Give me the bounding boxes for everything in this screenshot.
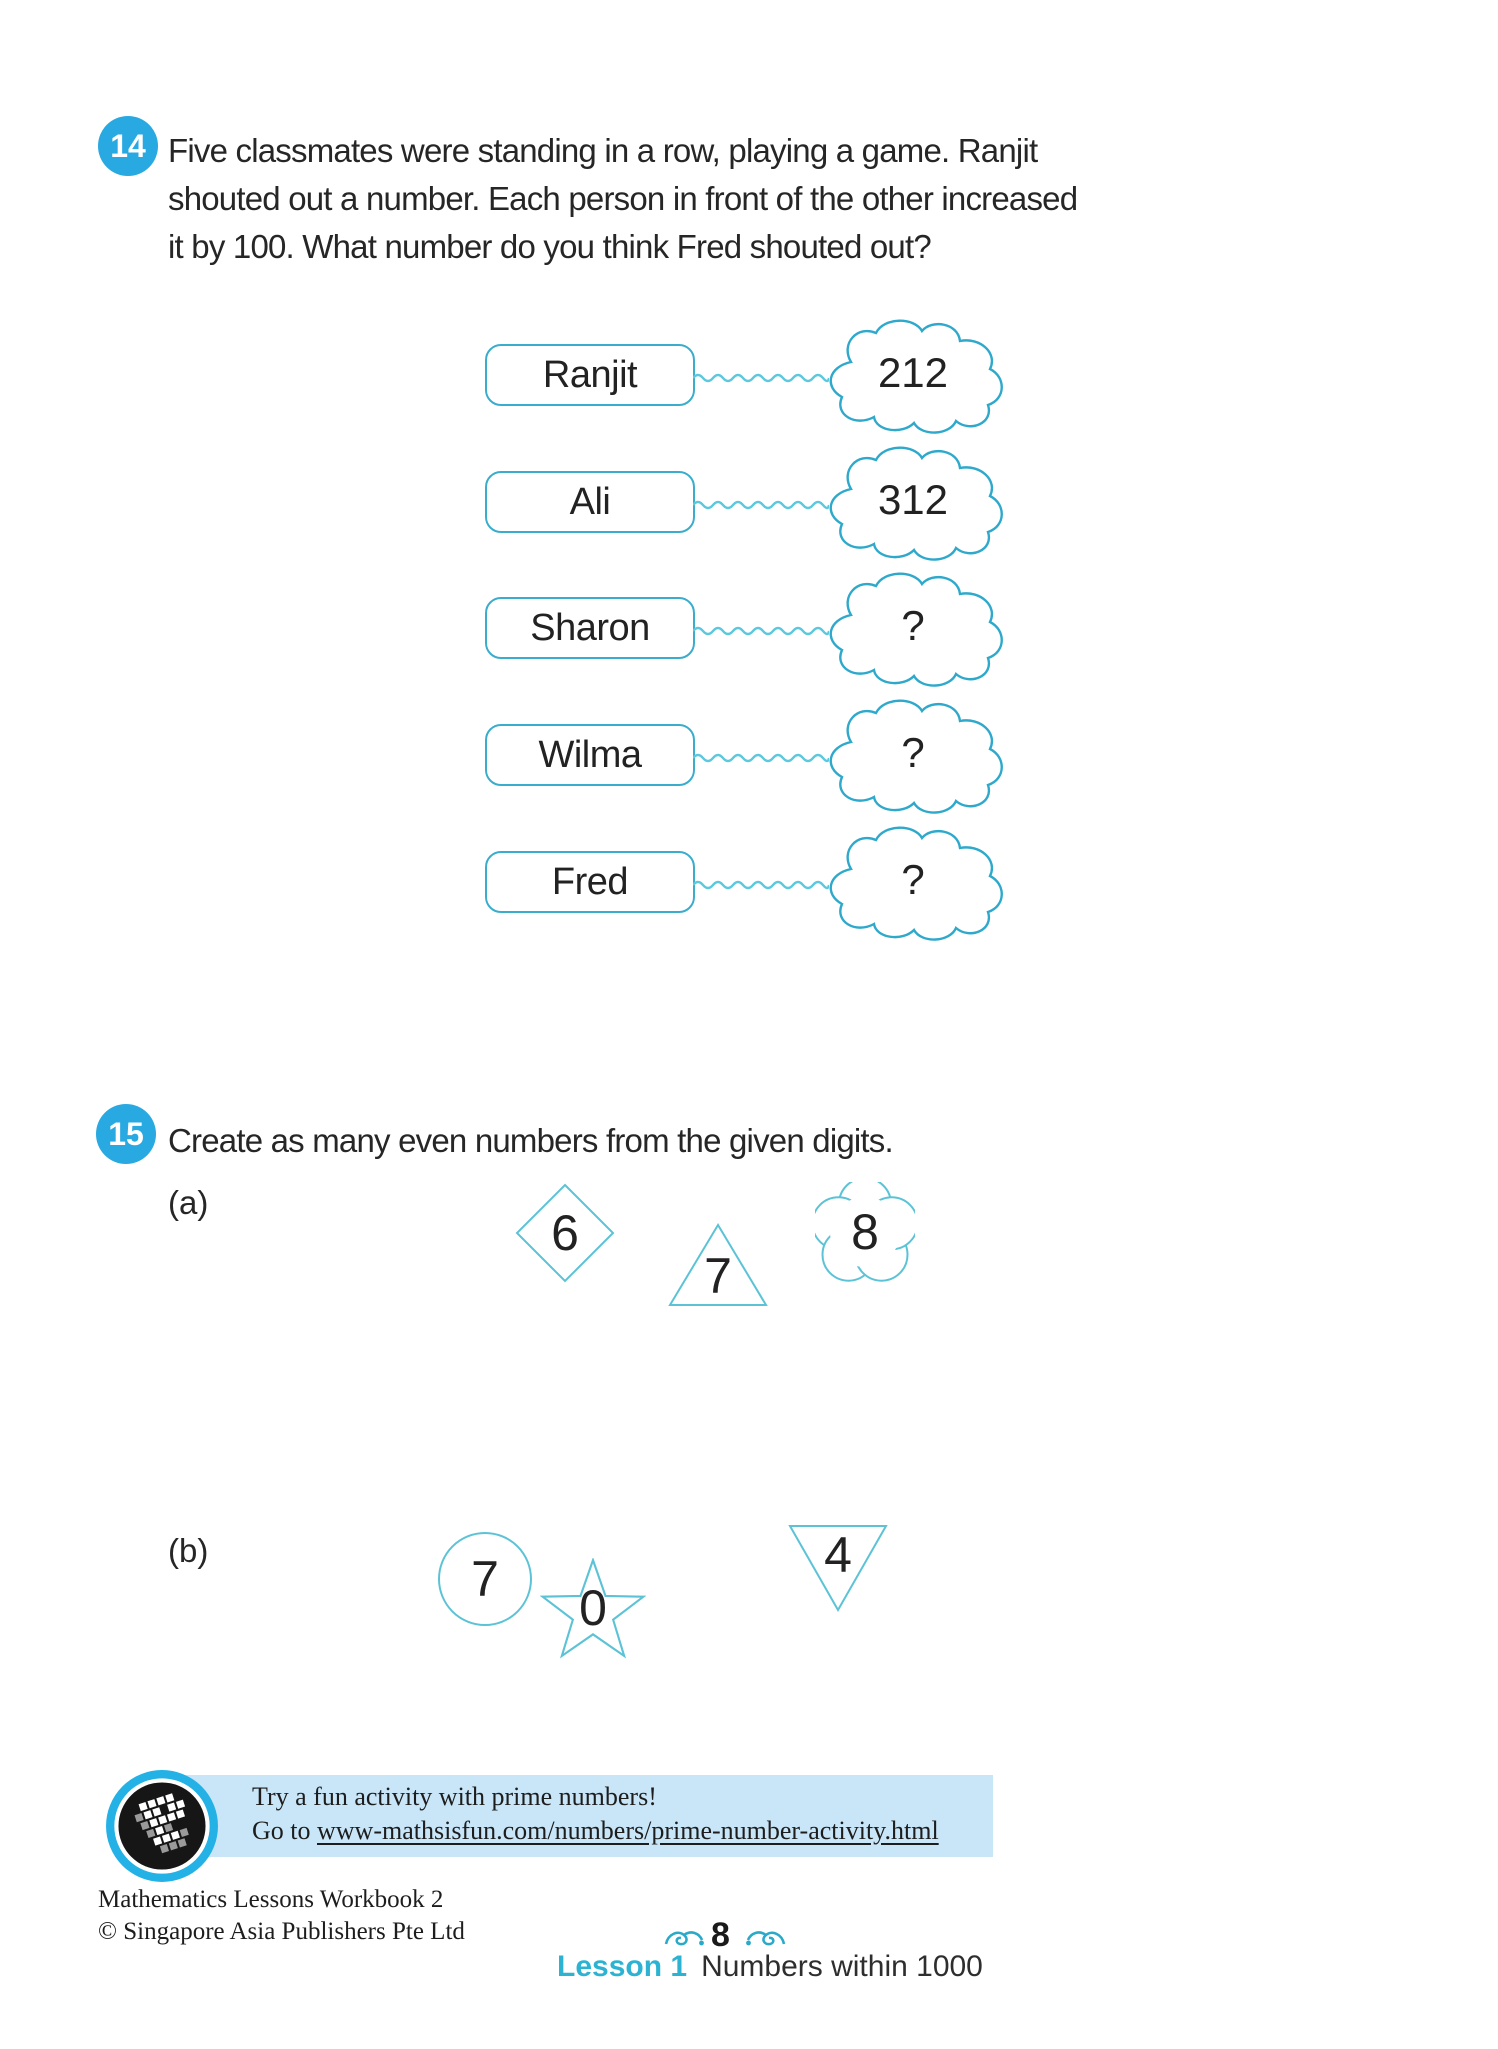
digit-shape-circle: 7 — [437, 1531, 533, 1627]
activity-note-line-2: Go to www-mathsisfun.com/numbers/prime-n… — [252, 1816, 939, 1846]
name-label: Sharon — [530, 606, 650, 649]
question-14-badge: 14 — [98, 116, 158, 176]
number-cloud: 212 — [818, 314, 1008, 436]
lesson-label: Lesson 1 — [557, 1950, 688, 1983]
wavy-connector — [693, 626, 829, 636]
number-cloud: ? — [818, 694, 1008, 816]
triangle-icon — [668, 1223, 768, 1306]
part-a-label: (a) — [168, 1184, 209, 1221]
question-14-text-line-1: Five classmates were standing in a row, … — [168, 132, 1038, 169]
number-cloud: ? — [818, 821, 1008, 943]
cloud-value: 312 — [877, 476, 949, 523]
cloud-value: ? — [901, 602, 925, 649]
digit-shape-triangle: 7 — [668, 1222, 768, 1308]
number-cloud: ? — [818, 567, 1008, 689]
digit-shape-diamond: 6 — [515, 1183, 615, 1283]
name-box-wilma: Wilma — [485, 724, 695, 786]
copyright-line: © Singapore Asia Publishers Pte Ltd — [98, 1918, 465, 1945]
question-14-text-line-2: shouted out a number. Each person in fro… — [168, 180, 1078, 217]
cloud-outline-icon — [829, 826, 1003, 941]
name-label: Ranjit — [542, 353, 638, 396]
cloud-value: ? — [901, 856, 925, 903]
shape-digit: 8 — [851, 1204, 879, 1260]
name-box-ranjit: Ranjit — [485, 344, 695, 406]
digit-shape-inverted-triangle: 4 — [788, 1522, 888, 1614]
question-14-number: 14 — [110, 127, 146, 164]
cloud-value: 212 — [877, 349, 949, 396]
digit-shape-flower: 8 — [815, 1182, 915, 1282]
name-label: Wilma — [538, 733, 642, 776]
name-box-fred: Fred — [485, 851, 695, 913]
inverted-triangle-icon — [788, 1525, 888, 1613]
wavy-connector — [693, 500, 829, 510]
diamond-icon — [515, 1183, 615, 1283]
number-cloud: 312 — [818, 441, 1008, 563]
shape-digit: 7 — [471, 1551, 499, 1607]
flourish-right-icon — [746, 1928, 786, 1950]
question-14-text-line-3: it by 100. What number do you think Fred… — [168, 228, 932, 265]
wavy-connector — [693, 753, 829, 763]
star-icon — [540, 1558, 646, 1659]
activity-note-line-1: Try a fun activity with prime numbers! — [252, 1782, 657, 1811]
wavy-connector — [693, 373, 829, 383]
flourish-left-icon — [664, 1928, 704, 1950]
name-box-ali: Ali — [485, 471, 695, 533]
name-label: Ali — [569, 480, 611, 523]
wavy-connector — [693, 880, 829, 890]
cloud-outline-icon — [829, 319, 1003, 434]
shape-digit: 7 — [704, 1248, 732, 1304]
cloud-outline-icon — [829, 446, 1003, 561]
cloud-outline-icon — [829, 572, 1003, 687]
lesson-title: Numbers within 1000 — [701, 1950, 983, 1983]
name-box-sharon: Sharon — [485, 597, 695, 659]
question-15-text: Create as many even numbers from the giv… — [168, 1122, 894, 1159]
page-number: 8 — [711, 1916, 730, 1954]
activity-link[interactable]: www-mathsisfun.com/numbers/prime-number-… — [317, 1816, 939, 1845]
book-title: Mathematics Lessons Workbook 2 — [98, 1886, 444, 1913]
shape-digit: 4 — [824, 1527, 852, 1583]
digit-shape-star: 0 — [540, 1558, 646, 1664]
question-15-badge: 15 — [96, 1104, 156, 1164]
question-15-number: 15 — [108, 1115, 144, 1152]
flower-icon — [815, 1182, 915, 1282]
mathsisfun-pixel-icon — [106, 1770, 218, 1882]
lesson-footer: Lesson 1 Numbers within 1000 — [557, 1950, 983, 1984]
cloud-outline-icon — [829, 699, 1003, 814]
name-label: Fred — [551, 860, 629, 903]
shape-digit: 6 — [551, 1205, 579, 1261]
shape-digit: 0 — [579, 1580, 607, 1636]
circle-icon — [438, 1532, 532, 1626]
activity-go-to-text: Go to — [252, 1816, 317, 1845]
activity-note-bar — [163, 1775, 993, 1857]
part-b-label: (b) — [168, 1532, 209, 1569]
cloud-value: ? — [901, 729, 925, 776]
